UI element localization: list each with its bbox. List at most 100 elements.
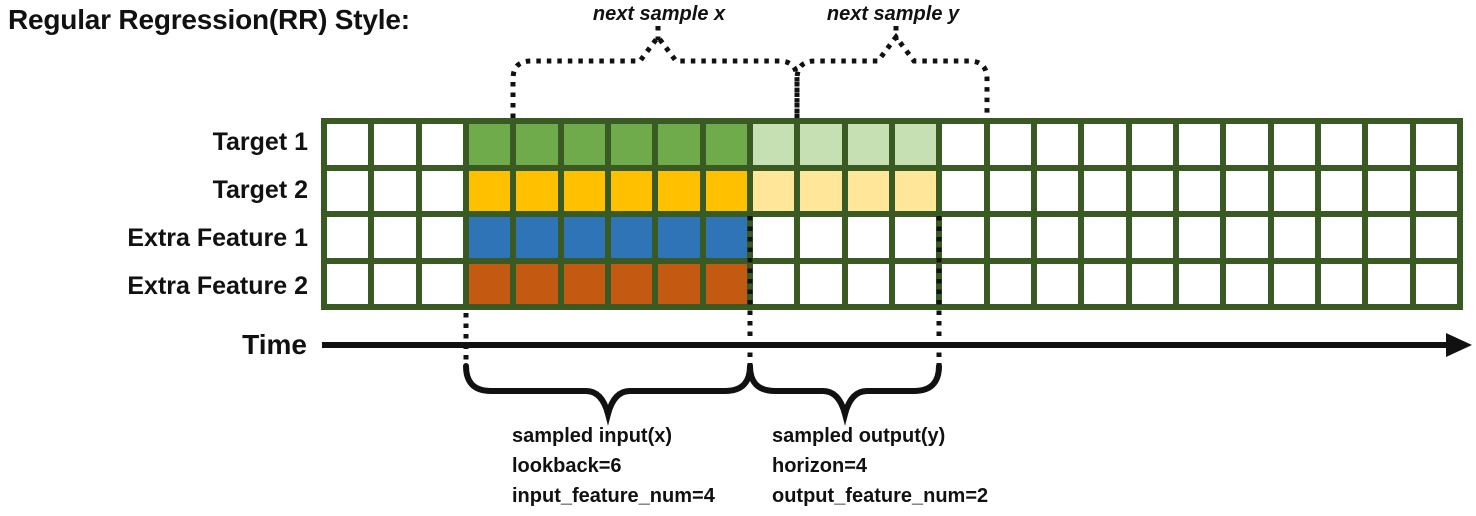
grid-cell [989, 170, 1031, 211]
next-sample-x-label: next sample x [592, 3, 726, 25]
grid-cell [421, 263, 463, 304]
grid-cell [1273, 217, 1315, 258]
row-label-target-2: Target 2 [212, 176, 308, 204]
grid-cell [752, 263, 795, 304]
grid-cell [1368, 217, 1410, 258]
grid-cell [1320, 124, 1363, 165]
grid-cell [800, 170, 842, 211]
annotation-line: input_feature_num=4 [512, 485, 715, 507]
grid-cell [847, 124, 889, 165]
annotation-line: output_feature_num=2 [772, 485, 989, 507]
grid-cell [989, 217, 1031, 258]
grid-cell [610, 170, 653, 211]
grid-cell [847, 170, 889, 211]
grid-cell [1036, 170, 1079, 211]
grid-cell [468, 217, 511, 258]
row-label-extra-feature-2: Extra Feature 2 [127, 272, 308, 300]
grid-cell [942, 217, 984, 258]
sampled-output-brace [747, 363, 942, 426]
grid-cell [516, 217, 558, 258]
annotation-line: sampled output(y) [772, 425, 946, 447]
grid-cell [989, 124, 1031, 165]
grid-cell [847, 263, 889, 304]
grid-cell [1368, 170, 1410, 211]
grid-cell [705, 124, 747, 165]
grid-cell [1226, 217, 1268, 258]
grid-cell [1415, 170, 1457, 211]
next-sample-x-brace [510, 32, 800, 118]
sample-grid [321, 118, 1463, 310]
grid-cell [658, 170, 700, 211]
grid-cell [1273, 170, 1315, 211]
grid-cell [1273, 124, 1315, 165]
grid-cell [942, 263, 984, 304]
grid-cell [1036, 263, 1079, 304]
grid-cell [800, 263, 842, 304]
grid-cell [1131, 217, 1173, 258]
grid-cell [752, 217, 795, 258]
grid-cell [1226, 170, 1268, 211]
grid-cell [1320, 263, 1363, 304]
grid-cell [1084, 124, 1126, 165]
grid-cell [563, 124, 605, 165]
grid-cell [1226, 124, 1268, 165]
grid-cell [468, 170, 511, 211]
next-sample-y-brace [794, 32, 990, 118]
grid-cell [1320, 170, 1363, 211]
grid-cell [327, 124, 369, 165]
grid-cell [374, 124, 416, 165]
grid-cell [563, 217, 605, 258]
grid-cell [468, 263, 511, 304]
grid-cell [421, 124, 463, 165]
grid-cell [894, 170, 937, 211]
grid-cell [1178, 263, 1221, 304]
grid-cell [1131, 124, 1173, 165]
grid-cell [800, 217, 842, 258]
grid-cell [327, 217, 369, 258]
grid-cell [516, 263, 558, 304]
grid-cell [1036, 217, 1079, 258]
page-title: Regular Regression(RR) Style: [8, 4, 410, 35]
grid-cell [1273, 263, 1315, 304]
grid-cell [1320, 217, 1363, 258]
grid-cell [1178, 124, 1221, 165]
grid-cell [1368, 263, 1410, 304]
grid-cell [658, 124, 700, 165]
grid-cell [989, 263, 1031, 304]
grid-cell [516, 124, 558, 165]
grid-cell [894, 124, 937, 165]
grid-cell [1178, 217, 1221, 258]
next-sample-y-label: next sample y [826, 3, 960, 25]
grid-cell [1178, 170, 1221, 211]
row-label-target-1: Target 1 [212, 128, 308, 156]
grid-cell [610, 263, 653, 304]
grid-cell [327, 170, 369, 211]
grid-cell [421, 170, 463, 211]
grid-cell [374, 217, 416, 258]
grid-cell [1084, 263, 1126, 304]
grid-cell [1415, 263, 1457, 304]
grid-cell [374, 263, 416, 304]
grid-cell [1084, 217, 1126, 258]
annotation-line: sampled input(x) [512, 425, 673, 447]
grid-cell [894, 217, 937, 258]
grid-cell [942, 124, 984, 165]
row-label-extra-feature-1: Extra Feature 1 [127, 224, 308, 252]
grid-cell [1131, 170, 1173, 211]
grid-cell [516, 170, 558, 211]
grid-cell [705, 217, 747, 258]
grid-cell [658, 217, 700, 258]
time-axis-label: Time [242, 329, 307, 360]
grid-cell [1226, 263, 1268, 304]
grid-cell [705, 263, 747, 304]
grid-cell [563, 170, 605, 211]
grid-cell [1084, 170, 1126, 211]
grid-cell [658, 263, 700, 304]
grid-cell [610, 217, 653, 258]
annotation-line: lookback=6 [512, 455, 622, 477]
sampled-output-annotation: sampled output(y) horizon=4 output_featu… [772, 421, 988, 511]
grid-cell [752, 170, 795, 211]
grid-cell [752, 124, 795, 165]
grid-cell [847, 217, 889, 258]
grid-cell [705, 170, 747, 211]
